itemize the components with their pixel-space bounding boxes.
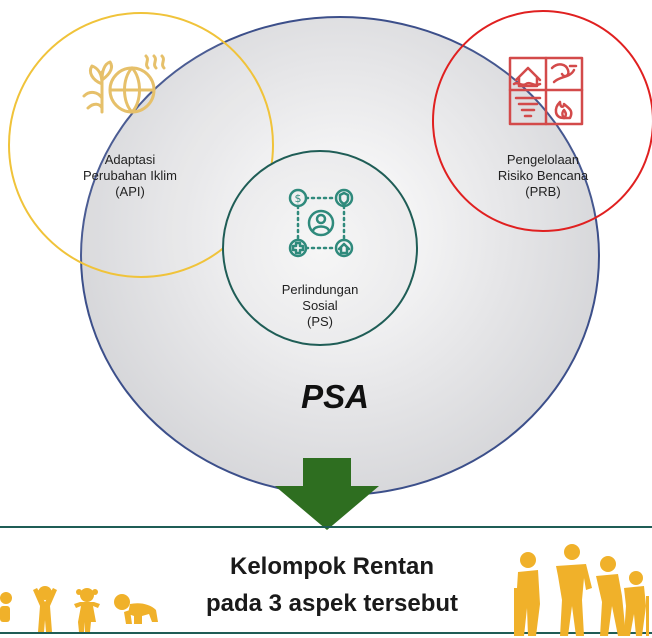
psa-label: PSA [301, 378, 369, 415]
down-arrow-icon [275, 458, 379, 530]
climate-adaptation-icon [80, 50, 170, 120]
social-protection-icon: $ [288, 186, 354, 262]
api-label: Adaptasi Perubahan Iklim (API) [83, 152, 177, 199]
prb-label: Pengelolaan Risiko Bencana (PRB) [497, 152, 589, 199]
ps-label: Perlindungan Sosial (PS) [281, 282, 359, 329]
footer-title: Kelompok Rentan [229, 553, 435, 580]
elderly-disabled-icon [512, 544, 652, 638]
svg-text:$: $ [295, 192, 302, 205]
disaster-risk-icon [508, 56, 584, 126]
prb-circle [432, 10, 652, 232]
children-icon [0, 584, 168, 634]
bottom-divider [0, 632, 652, 634]
footer-subtitle: pada 3 aspek tersebut [205, 590, 459, 617]
top-divider [0, 526, 652, 528]
